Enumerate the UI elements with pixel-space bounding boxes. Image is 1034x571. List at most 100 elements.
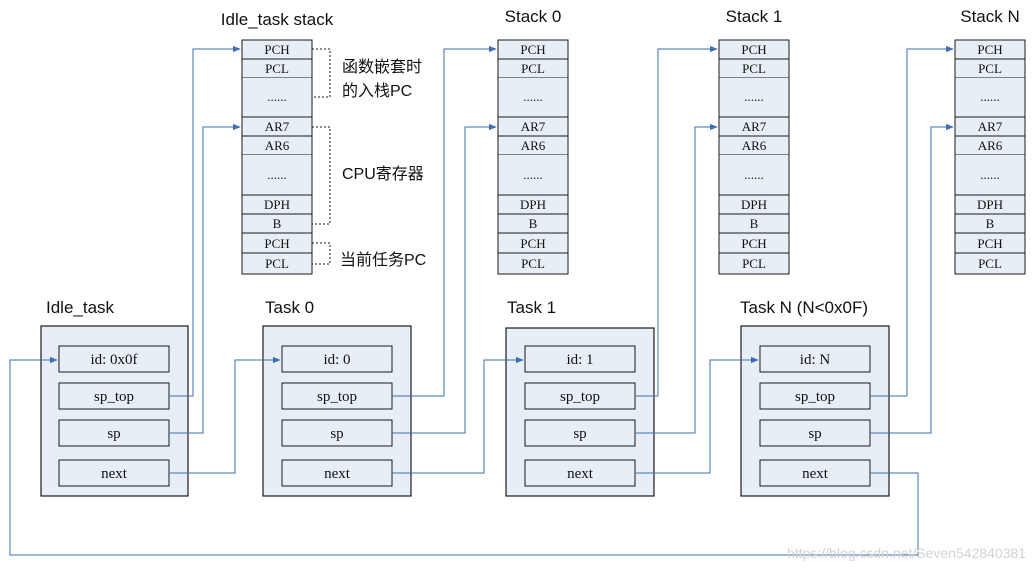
field-next: next (524, 459, 636, 487)
task-0: Task 0 id: 0 sp_top sp next (262, 298, 412, 497)
field-next: next (759, 459, 871, 487)
svg-text:B: B (750, 216, 759, 231)
stack-cell-dph: DPH (497, 194, 569, 215)
stack-cell-pcl: PCL (497, 252, 569, 275)
field-id: id: 1 (524, 345, 636, 373)
svg-text:......: ...... (523, 89, 543, 104)
svg-text:AR6: AR6 (742, 138, 767, 153)
stack-title: Stack 0 (505, 7, 562, 26)
watermark: https://blog.csdn.net/Seven542840381 (787, 545, 1026, 561)
svg-text:......: ...... (267, 167, 287, 182)
stack-cell-pch: PCH (954, 39, 1026, 60)
field-next: next (58, 459, 170, 487)
stack-cell-ellipsis: ...... (954, 155, 1026, 195)
svg-text:PCH: PCH (264, 236, 289, 251)
stack-cell-ellipsis: ...... (497, 78, 569, 117)
svg-text:DPH: DPH (741, 197, 767, 212)
field-sp: sp (58, 419, 170, 447)
svg-text:sp: sp (107, 426, 120, 442)
svg-text:PCL: PCL (265, 61, 289, 76)
stack-cell-dph: DPH (718, 194, 790, 215)
stack-cell-pch: PCH (954, 232, 1026, 254)
task-title: Task N (N<0x0F) (740, 298, 868, 317)
svg-text:DPH: DPH (977, 197, 1003, 212)
task-title: Idle_task (46, 298, 115, 317)
annotation-cpu-registers: CPU寄存器 (312, 126, 424, 225)
connector-next-to-task (635, 356, 759, 474)
svg-text:AR6: AR6 (265, 138, 290, 153)
stack-cell-pch: PCH (241, 232, 313, 254)
svg-text:......: ...... (523, 167, 543, 182)
stack-cell-ar7: AR7 (241, 116, 313, 137)
stack-cell-ellipsis: ...... (241, 155, 313, 195)
annotation-text: 当前任务PC (340, 251, 426, 269)
task-1: Task 1 id: 1 sp_top sp next (505, 298, 655, 497)
field-sp: sp (759, 419, 871, 447)
task-idle-task: Idle_task id: 0x0f sp_top sp next (40, 298, 189, 497)
annotation-text: 的入栈PC (342, 82, 412, 100)
svg-text:PCH: PCH (520, 42, 545, 57)
stack-cell-pch: PCH (718, 232, 790, 254)
connector-next-to-task (169, 356, 281, 474)
annotation-nested-pc: 函数嵌套时 的入栈PC (312, 48, 422, 100)
svg-text:id: 0x0f: id: 0x0f (90, 352, 137, 368)
connector-sp-to-stack (870, 123, 954, 434)
stack-cell-ellipsis: ...... (241, 78, 313, 117)
stack-title: Stack N (960, 7, 1020, 26)
connector-sp-to-stack (169, 123, 241, 434)
stack-cell-pcl: PCL (718, 252, 790, 275)
stack-cell-pcl: PCL (954, 252, 1026, 275)
svg-text:id: 0: id: 0 (323, 352, 350, 368)
svg-text:B: B (529, 216, 538, 231)
field-sp: sp (524, 419, 636, 447)
svg-text:PCL: PCL (742, 256, 766, 271)
field-sp-top: sp_top (524, 382, 636, 410)
connector-sp-top-to-stack (870, 45, 954, 397)
stack-cell-pcl: PCL (954, 58, 1026, 79)
stack-idle-task: Idle_task stack PCH PCL ...... AR7 AR6 .… (221, 10, 334, 275)
field-sp-top: sp_top (281, 382, 393, 410)
connector-sp-to-stack (392, 123, 497, 434)
stack-cell-ar6: AR6 (954, 135, 1026, 156)
task-title: Task 0 (265, 298, 314, 317)
field-id: id: 0x0f (58, 345, 170, 373)
svg-text:sp_top: sp_top (795, 389, 835, 405)
svg-text:sp: sp (573, 426, 586, 442)
svg-text:PCL: PCL (521, 256, 545, 271)
svg-text:PCH: PCH (741, 42, 766, 57)
connector-next-to-task (392, 356, 524, 474)
connector-sp-top-to-stack (635, 45, 718, 397)
svg-text:next: next (567, 466, 594, 482)
svg-text:AR7: AR7 (742, 119, 767, 134)
stack-cell-ellipsis: ...... (954, 78, 1026, 117)
stack-cell-ar7: AR7 (718, 116, 790, 137)
svg-text:PCL: PCL (265, 256, 289, 271)
stack-cell-ellipsis: ...... (497, 155, 569, 195)
dotted-brace (312, 126, 331, 225)
stack-cell-b: B (954, 213, 1026, 234)
connector-sp-top-to-stack (392, 45, 497, 397)
stack-cell-pch: PCH (718, 39, 790, 60)
svg-text:AR6: AR6 (521, 138, 546, 153)
svg-text:PCH: PCH (741, 236, 766, 251)
dotted-brace (312, 48, 331, 98)
svg-text:next: next (101, 466, 128, 482)
stack-cell-b: B (718, 213, 790, 234)
svg-text:PCL: PCL (978, 256, 1002, 271)
stack-1: Stack 1 PCH PCL ...... AR7 AR6 ...... DP… (718, 7, 790, 275)
stack-cell-b: B (241, 213, 313, 234)
stack-cell-dph: DPH (954, 194, 1026, 215)
annotation-text: CPU寄存器 (342, 165, 424, 183)
svg-text:AR6: AR6 (978, 138, 1003, 153)
annotation-current-task-pc: 当前任务PC (312, 242, 426, 269)
stack-cell-ar7: AR7 (497, 116, 569, 137)
svg-text:......: ...... (744, 89, 764, 104)
svg-text:AR7: AR7 (265, 119, 290, 134)
svg-text:sp_top: sp_top (317, 389, 357, 405)
stack-cell-pcl: PCL (497, 58, 569, 79)
svg-text:......: ...... (980, 89, 1000, 104)
stack-cell-ar7: AR7 (954, 116, 1026, 137)
svg-text:next: next (802, 466, 829, 482)
field-next: next (281, 459, 393, 487)
